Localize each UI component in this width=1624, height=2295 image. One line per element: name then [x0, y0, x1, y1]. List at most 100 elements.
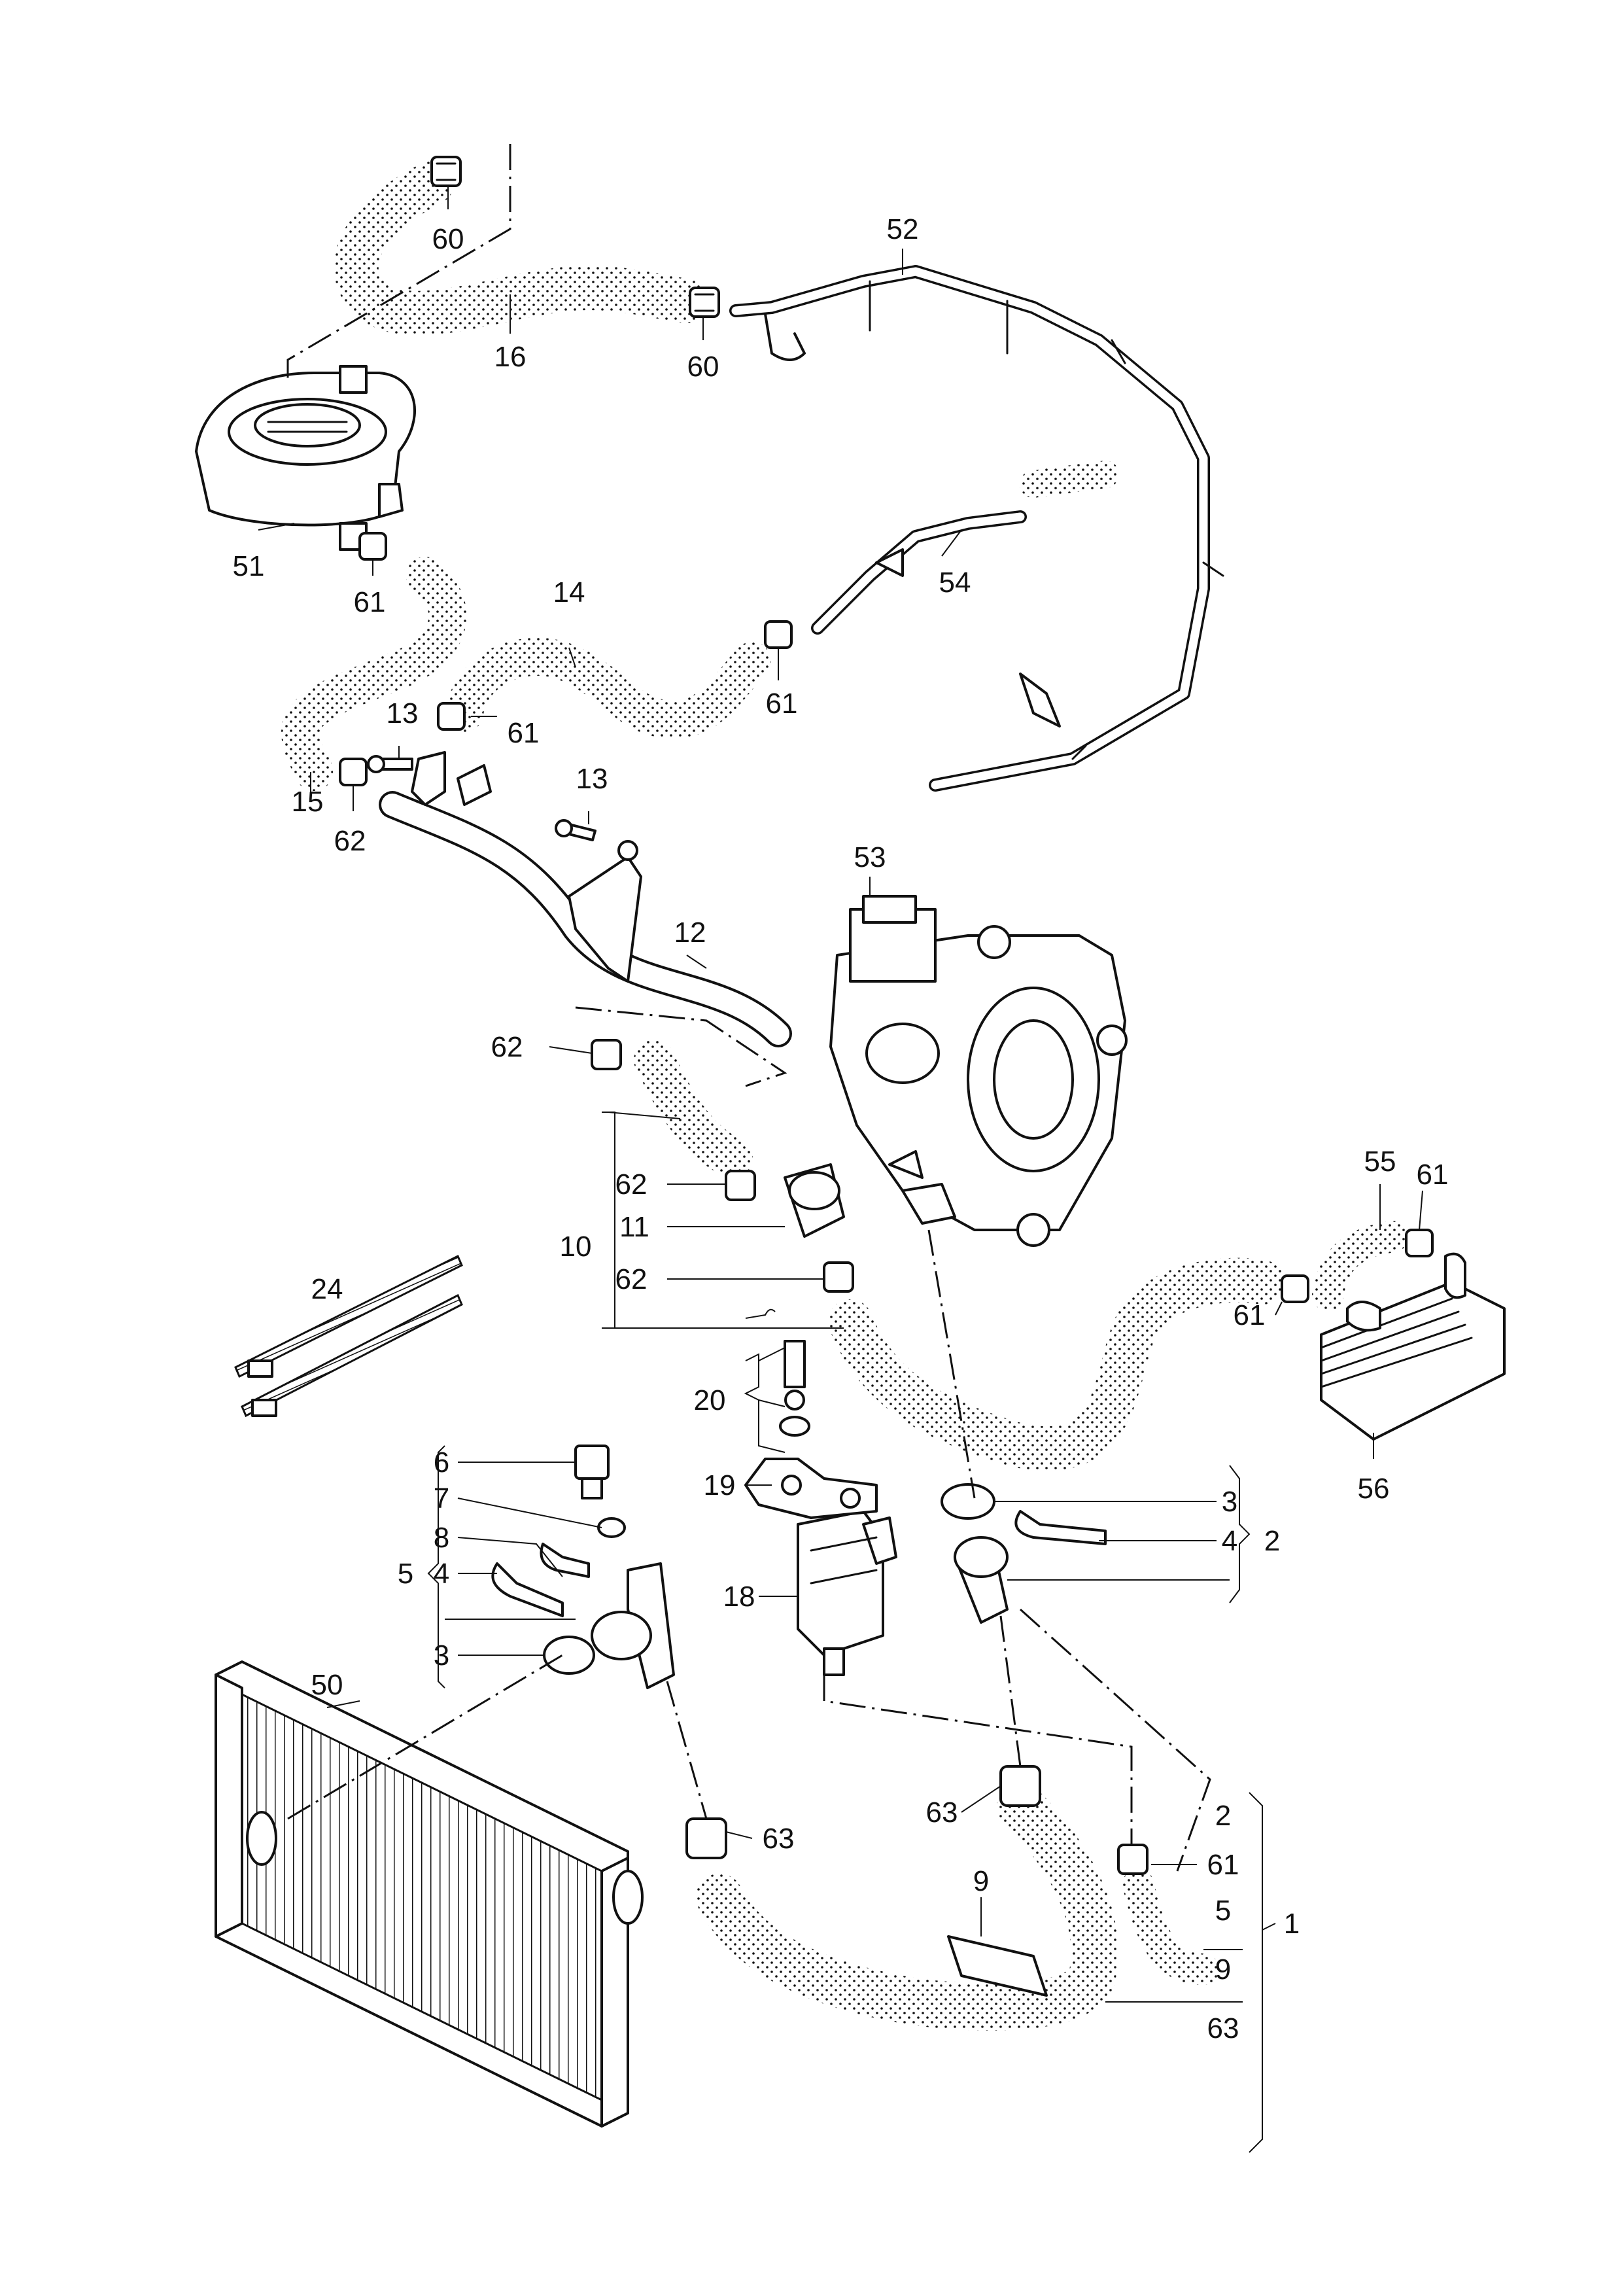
label-61-tee: 61 — [508, 717, 540, 749]
label-61-hose14: 61 — [766, 688, 798, 720]
label-5-group: 5 — [1215, 1895, 1231, 1927]
label-1: 1 — [1284, 1908, 1300, 1940]
connector-11[interactable] — [784, 1163, 845, 1238]
hose-15[interactable] — [281, 557, 467, 791]
label-5-left: 5 — [398, 1558, 413, 1590]
label-56: 56 — [1358, 1473, 1390, 1505]
hose-oil-cooler[interactable] — [828, 1257, 1285, 1471]
tee-connector-13[interactable] — [411, 751, 492, 806]
label-62-tee: 62 — [334, 825, 366, 857]
clip-4-right[interactable] — [1014, 1510, 1107, 1545]
label-11: 11 — [619, 1211, 649, 1243]
hose-lower-radiator[interactable] — [696, 1782, 1118, 2031]
clamp-62-mid[interactable] — [725, 1170, 756, 1201]
connector-2[interactable] — [954, 1536, 1009, 1624]
label-18: 18 — [723, 1581, 755, 1613]
clamp-61-right[interactable] — [1117, 1844, 1149, 1875]
hose-upper-thermostat[interactable] — [634, 1040, 753, 1178]
connector-5[interactable] — [591, 1562, 675, 1689]
bolt-13-lower[interactable] — [555, 819, 596, 841]
expansion-tank-51[interactable] — [195, 365, 416, 551]
label-63-right: 63 — [926, 1796, 958, 1829]
label-3-left: 3 — [434, 1639, 449, 1672]
label-4-left: 4 — [434, 1558, 449, 1590]
label-20: 20 — [694, 1384, 726, 1416]
clamp-61-cooler[interactable] — [1281, 1274, 1309, 1303]
label-12: 12 — [674, 917, 706, 949]
clip-8[interactable] — [540, 1543, 590, 1578]
label-51: 51 — [233, 550, 265, 582]
label-53: 53 — [854, 841, 886, 873]
label-8: 8 — [434, 1522, 449, 1554]
label-62-upper: 62 — [491, 1031, 523, 1063]
pump-18[interactable] — [797, 1510, 897, 1676]
clamp-61-tank[interactable] — [358, 532, 387, 561]
label-24: 24 — [311, 1273, 343, 1305]
clamp-61-hose14[interactable] — [764, 620, 793, 649]
label-3-right: 3 — [1222, 1486, 1237, 1518]
clamp-60-upper[interactable] — [430, 156, 462, 187]
sensor-6[interactable] — [574, 1445, 610, 1499]
label-61-right: 61 — [1207, 1849, 1239, 1881]
label-62-low: 62 — [615, 1263, 648, 1295]
label-6: 6 — [434, 1446, 449, 1479]
bolt-13-upper[interactable] — [367, 755, 413, 773]
clamp-61-tee[interactable] — [437, 702, 466, 731]
clamp-62-tee[interactable] — [339, 758, 368, 786]
bracket-19[interactable] — [744, 1458, 878, 1519]
label-9-group: 9 — [1215, 1953, 1231, 1986]
label-7: 7 — [434, 1482, 449, 1515]
clip-4-left[interactable] — [491, 1562, 564, 1617]
hose-14[interactable] — [445, 637, 771, 739]
clamp-63-left[interactable] — [685, 1817, 727, 1859]
hose-pump-outlet[interactable] — [1122, 1868, 1219, 1985]
label-4-right: 4 — [1222, 1525, 1237, 1557]
label-63-group: 63 — [1207, 2012, 1239, 2044]
pipe-52[interactable] — [729, 265, 1224, 792]
oil-cooler-56[interactable] — [1320, 1252, 1506, 1441]
seal-3-right[interactable] — [941, 1483, 995, 1520]
label-15: 15 — [292, 786, 324, 818]
label-50: 50 — [311, 1669, 343, 1701]
label-9-bracket: 9 — [973, 1865, 989, 1897]
label-60-lower: 60 — [687, 351, 719, 383]
label-13-upper: 13 — [387, 697, 419, 729]
label-61-55: 61 — [1417, 1159, 1449, 1191]
label-62-mid: 62 — [615, 1168, 648, 1200]
label-61-tank: 61 — [354, 586, 386, 618]
label-10: 10 — [560, 1231, 592, 1263]
hose-16[interactable] — [334, 161, 709, 336]
label-13-lower: 13 — [576, 763, 608, 795]
pipe-54[interactable] — [811, 510, 1027, 635]
leader-lines — [258, 186, 1423, 2153]
seal-7[interactable] — [597, 1517, 626, 1538]
bracket-12[interactable] — [568, 840, 642, 983]
label-2-group: 2 — [1215, 1800, 1231, 1832]
label-54: 54 — [939, 567, 971, 599]
label-63-left: 63 — [763, 1823, 795, 1855]
clamp-62-low[interactable] — [823, 1261, 854, 1293]
clamp-62-upper[interactable] — [591, 1039, 622, 1070]
label-61-cooler: 61 — [1234, 1299, 1266, 1331]
reference-lines — [286, 144, 1211, 1872]
label-2-connector: 2 — [1264, 1525, 1280, 1557]
bracket-9[interactable] — [947, 1935, 1048, 1997]
hose-55[interactable] — [1312, 1221, 1409, 1311]
part-labels: 60 16 60 52 51 61 14 54 61 13 61 15 62 1… — [233, 213, 1449, 2044]
thermostat-housing-53[interactable] — [829, 895, 1128, 1247]
label-60-upper: 60 — [432, 223, 464, 255]
label-14: 14 — [553, 576, 585, 608]
label-19: 19 — [704, 1469, 736, 1501]
clamp-60-lower[interactable] — [689, 287, 720, 318]
seal-3-left[interactable] — [543, 1636, 595, 1675]
cable-ties-24[interactable] — [234, 1254, 463, 1418]
clamp-61-55[interactable] — [1405, 1229, 1434, 1257]
clamp-63-right[interactable] — [999, 1765, 1041, 1807]
radiator-50[interactable] — [215, 1660, 644, 2128]
bolt-stack-20[interactable] — [779, 1340, 810, 1437]
hose-54-end[interactable] — [1020, 461, 1119, 498]
label-55: 55 — [1364, 1146, 1396, 1178]
label-52: 52 — [887, 213, 919, 245]
label-16: 16 — [494, 341, 527, 373]
